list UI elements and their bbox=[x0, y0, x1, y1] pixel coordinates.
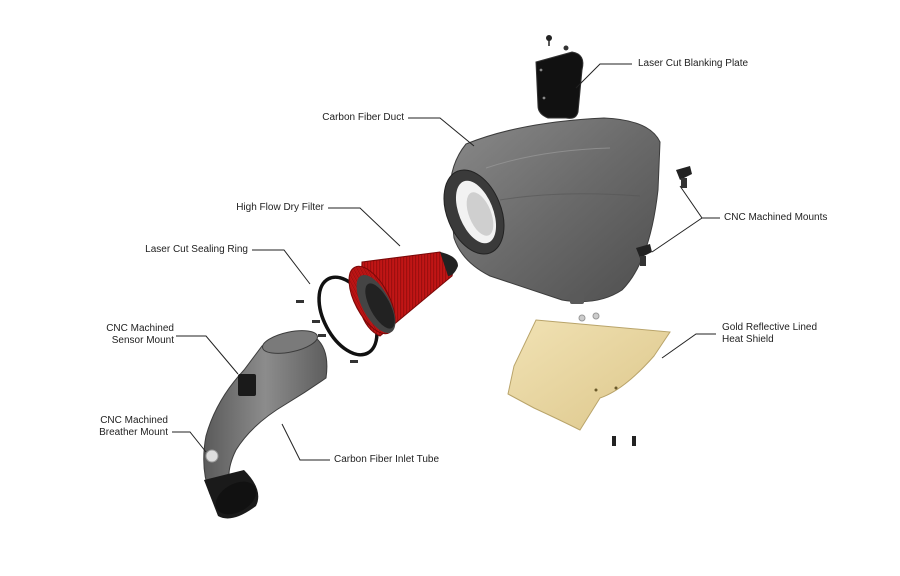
label-heat-shield-line-1: Gold Reflective Lined bbox=[722, 322, 818, 333]
label-sealing-ring: Laser Cut Sealing Ring bbox=[145, 244, 248, 255]
sensor-mount-part bbox=[238, 374, 256, 396]
label-dry-filter: High Flow Dry Filter bbox=[236, 202, 324, 213]
carbon-fiber-duct bbox=[443, 117, 661, 304]
label-breather-mount-line-1: CNC Machined bbox=[100, 415, 168, 426]
plate-screw bbox=[546, 35, 552, 41]
hardware-screws bbox=[296, 300, 358, 363]
leader-lines bbox=[172, 63, 720, 461]
cnc-machined-mounts bbox=[636, 166, 692, 266]
label-breather-mount: CNC Machined Breather Mount bbox=[60, 415, 168, 439]
breather-mount-part bbox=[205, 449, 219, 463]
carbon-fiber-inlet-tube bbox=[203, 330, 328, 519]
label-inlet-tube: Carbon Fiber Inlet Tube bbox=[334, 454, 440, 465]
blanking-plate bbox=[535, 35, 584, 119]
gold-heat-shield bbox=[507, 312, 671, 446]
label-sensor-mount-line-2: Sensor Mount bbox=[111, 335, 174, 346]
label-sensor-mount-line-1: CNC Machined bbox=[106, 323, 174, 334]
label-heat-shield: Gold Reflective Lined Heat Shield bbox=[722, 322, 817, 346]
label-sensor-mount: CNC Machined Sensor Mount bbox=[96, 323, 174, 347]
label-blanking-plate: Laser Cut Blanking Plate bbox=[638, 58, 749, 69]
label-heat-shield-line-2: Heat Shield bbox=[722, 334, 774, 345]
label-carbon-duct: Carbon Fiber Duct bbox=[322, 112, 404, 123]
label-breather-mount-line-2: Breather Mount bbox=[99, 427, 168, 438]
high-flow-dry-filter bbox=[348, 251, 458, 337]
label-mounts: CNC Machined Mounts bbox=[724, 212, 828, 223]
